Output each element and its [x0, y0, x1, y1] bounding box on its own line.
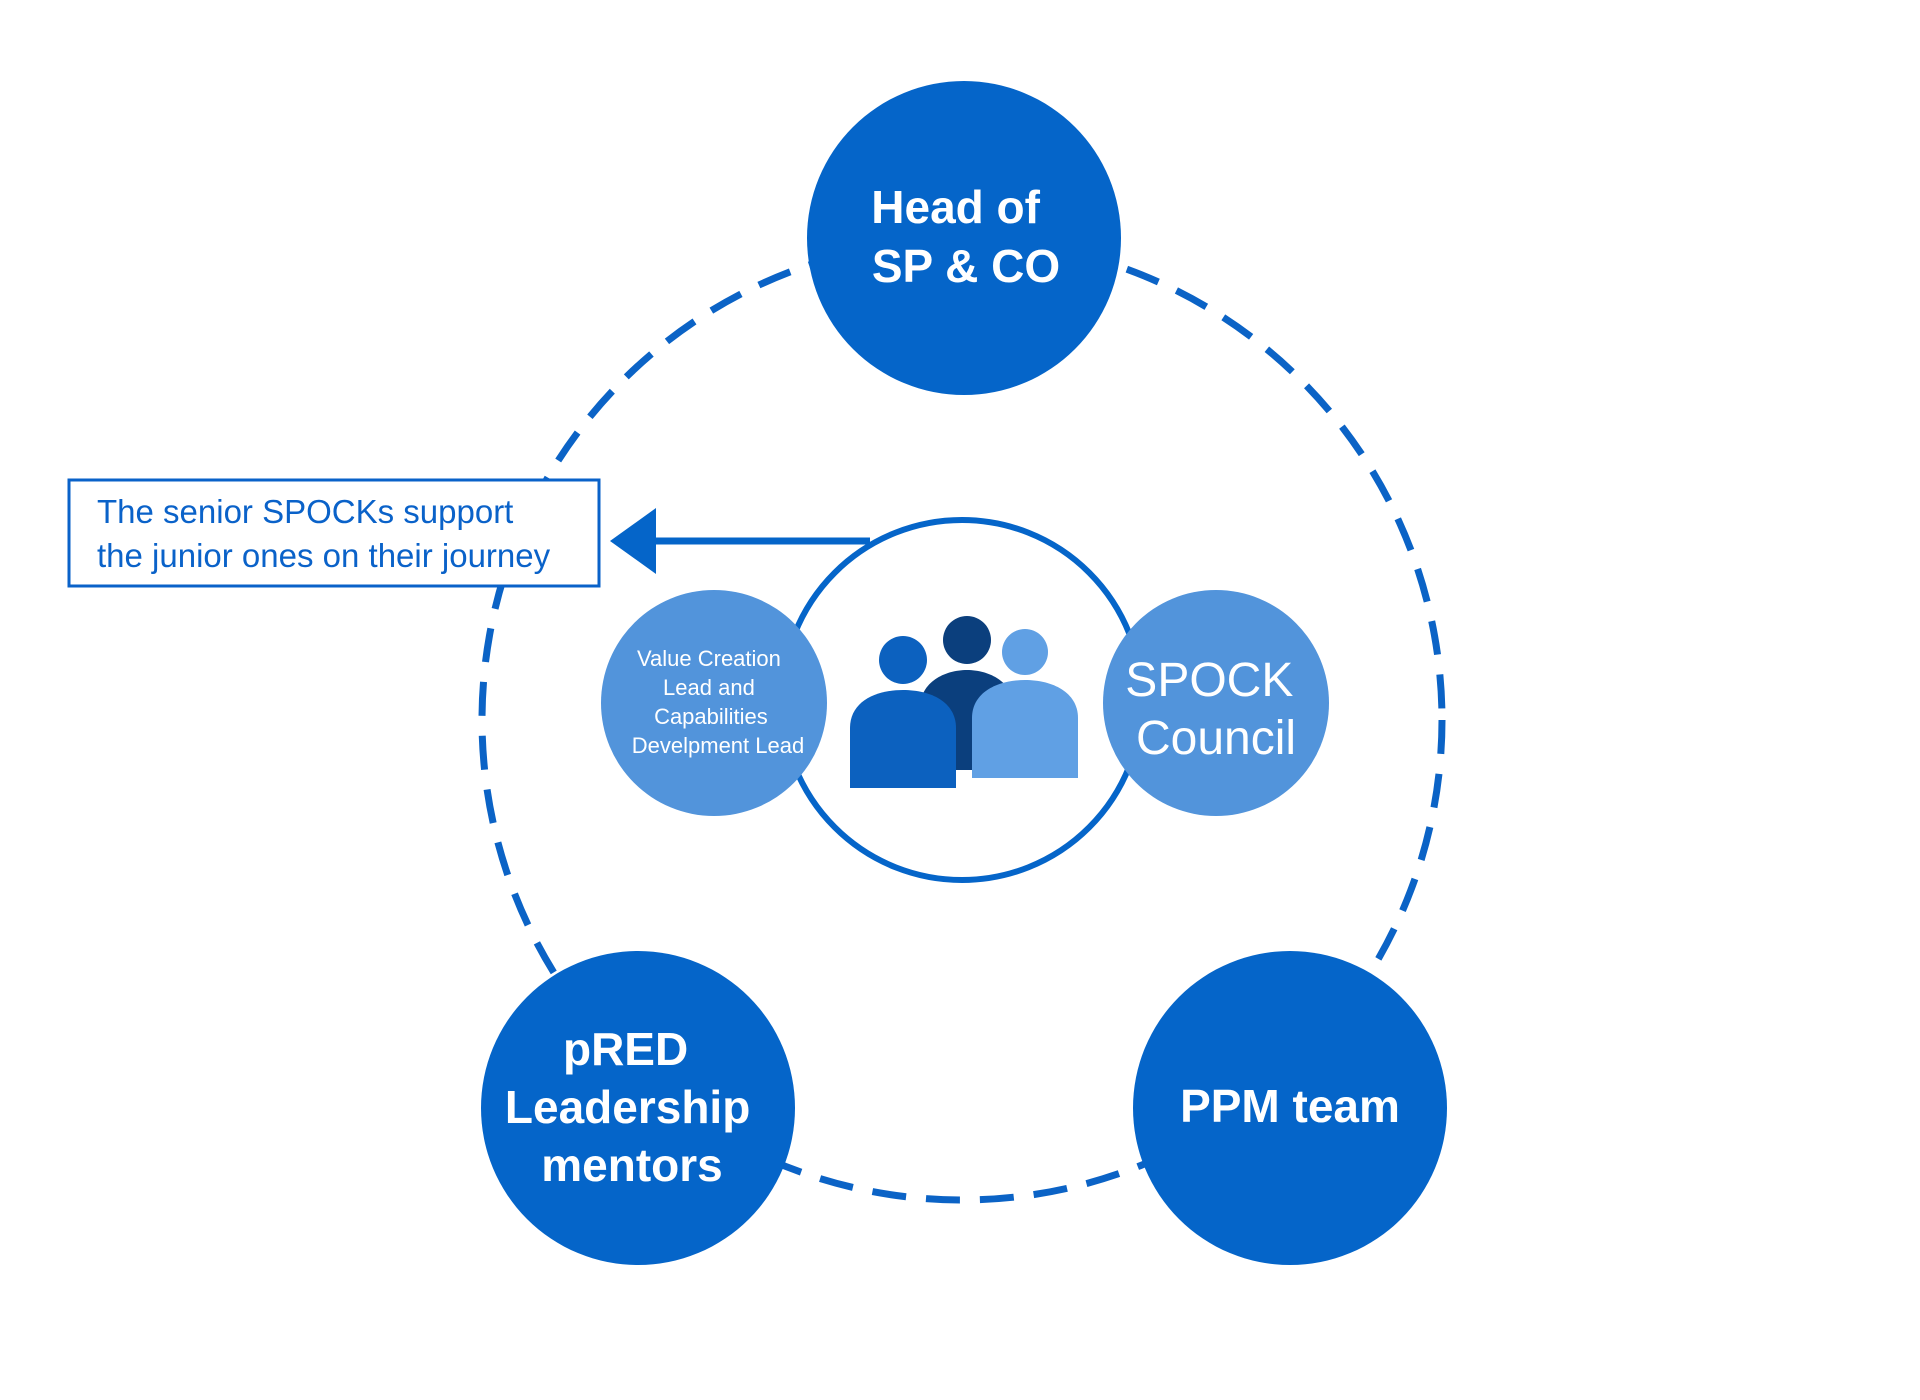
spock-council-line: Council: [1136, 712, 1296, 765]
callout-box: The senior SPOCKs support the junior one…: [67, 478, 601, 588]
pred-leadership-line: mentors: [541, 1139, 722, 1191]
callout-line: the junior ones on their journey: [97, 537, 551, 574]
callout-label: The senior SPOCKs support the junior one…: [97, 493, 551, 574]
head-of-sp-co-label: Head of SP & CO: [871, 181, 1060, 292]
person-back-head-icon: [943, 616, 991, 664]
ppm-team-line: PPM team: [1180, 1080, 1400, 1132]
value-creation-line: Value Creation: [637, 646, 781, 671]
pred-leadership-label: pRED Leadership mentors: [505, 1023, 763, 1191]
value-creation-node: Value Creation Lead and Capabilities Dev…: [601, 590, 827, 816]
head-of-sp-co-node: Head of SP & CO: [807, 81, 1121, 395]
spock-council-label: SPOCK Council: [1125, 654, 1306, 765]
person-left-body-icon: [850, 690, 956, 788]
pred-leadership-line: Leadership: [505, 1081, 750, 1133]
pred-leadership-circle: [481, 951, 795, 1265]
person-left-head-icon: [879, 636, 927, 684]
ppm-team-circle: [1133, 951, 1447, 1265]
head-of-sp-co-line: SP & CO: [872, 240, 1060, 292]
spock-council-line: SPOCK: [1125, 654, 1293, 707]
value-creation-line: Lead and: [663, 675, 755, 700]
spock-council-node: SPOCK Council: [1103, 590, 1329, 816]
head-of-sp-co-circle: [807, 81, 1121, 395]
ppm-team-label: PPM team: [1180, 1080, 1400, 1132]
arrow-head: [610, 508, 656, 574]
head-of-sp-co-line: Head of: [871, 181, 1040, 233]
person-right-body-icon: [972, 680, 1078, 778]
ppm-team-node: PPM team: [1133, 951, 1447, 1265]
spock-council-circle: [1103, 590, 1329, 816]
value-creation-line: Capabilities: [654, 704, 768, 729]
value-creation-label: Value Creation Lead and Capabilities Dev…: [632, 646, 804, 758]
pred-leadership-line: pRED: [563, 1023, 688, 1075]
value-creation-line: Develpment Lead: [632, 733, 804, 758]
dashed-ring: [478, 236, 1446, 1204]
value-creation-circle: [601, 590, 827, 816]
person-right-head-icon: [1002, 629, 1048, 675]
people-group-icon: [850, 616, 1078, 788]
callout-line: The senior SPOCKs support: [97, 493, 513, 530]
pred-leadership-node: pRED Leadership mentors: [481, 951, 795, 1265]
arrow-left-icon: [610, 508, 870, 574]
callout-border: [67, 478, 601, 588]
